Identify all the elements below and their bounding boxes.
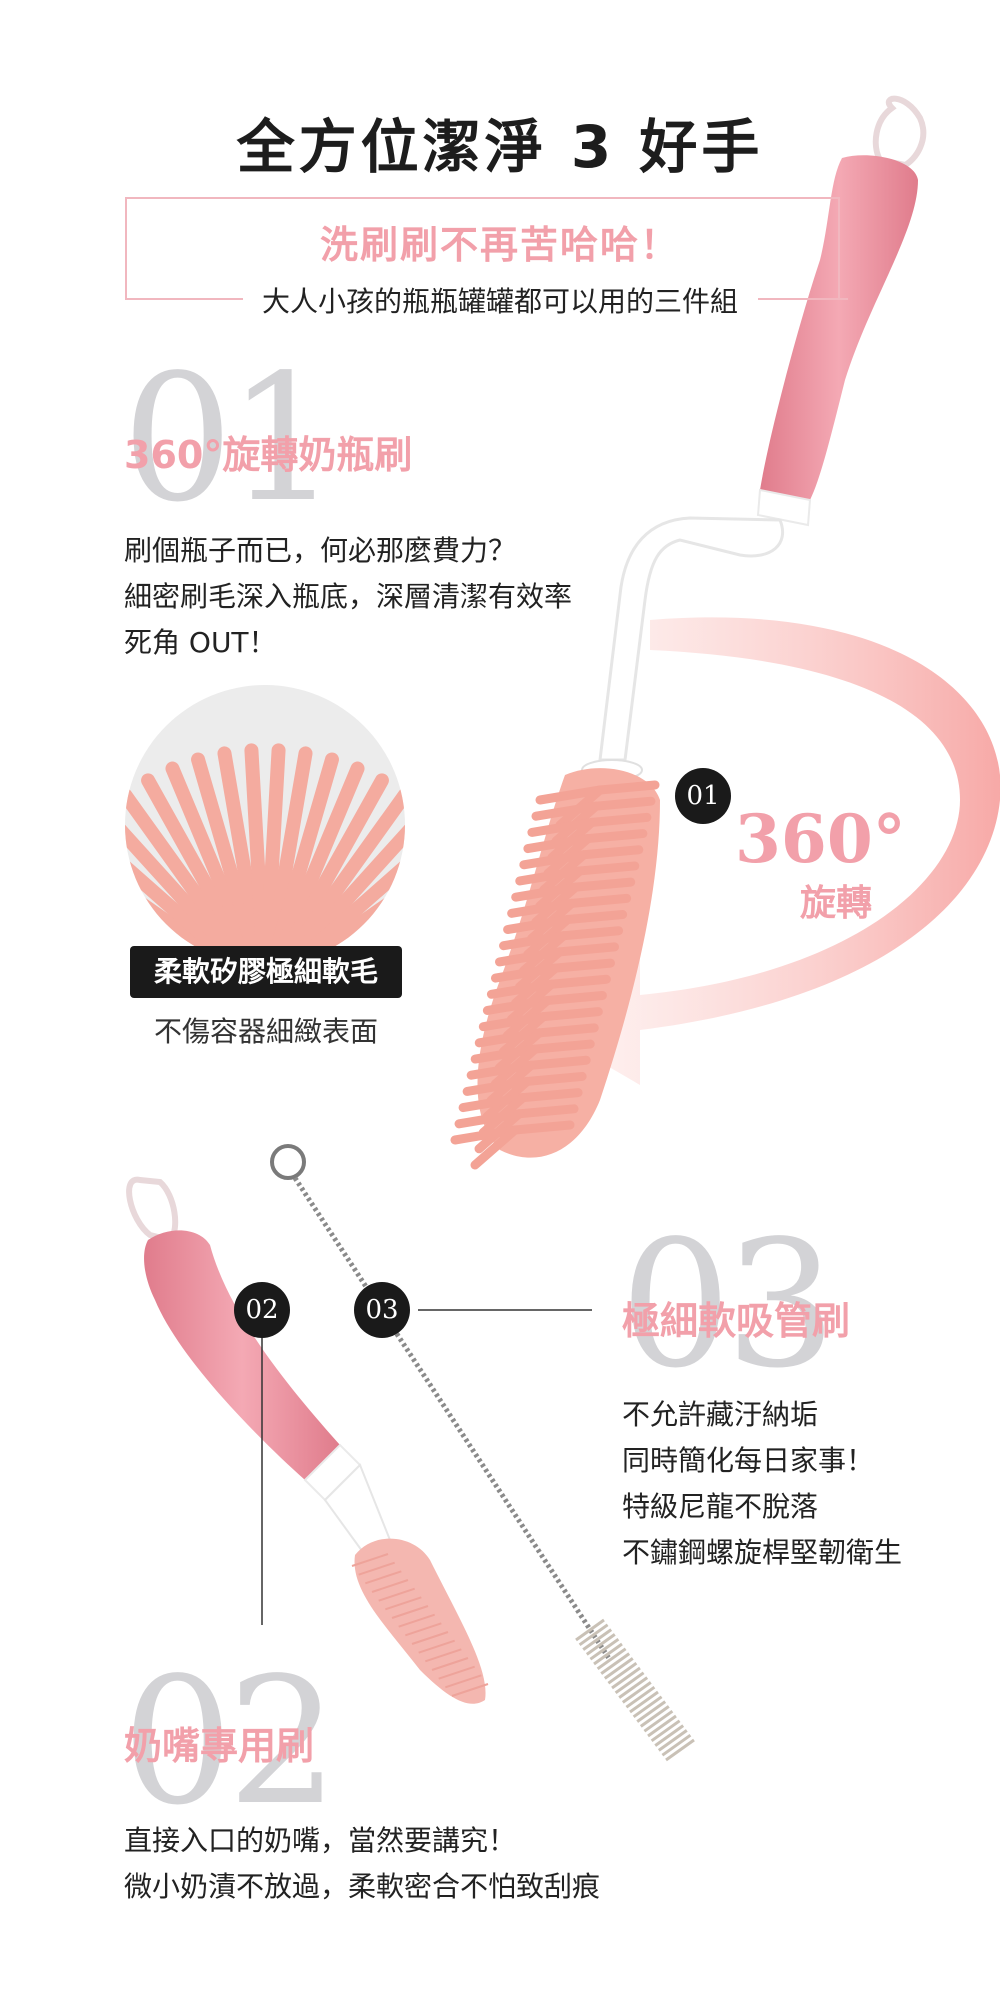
frame-rule-left — [125, 298, 243, 300]
section-title-03: 極細軟吸管刷 — [622, 1299, 851, 1343]
frame-rule-right — [758, 298, 848, 300]
badge-caption: 不傷容器細緻表面 — [153, 1015, 378, 1048]
marker-01: 01 — [675, 768, 731, 824]
tagline-frame — [125, 197, 840, 299]
straw-brush-icon — [270, 1144, 695, 1762]
section-body-03: 不允許藏汙納垢 同時簡化每日家事！ 特級尼龍不脫落 不鏽鋼螺旋桿堅韌衛生 — [622, 1398, 903, 1569]
nipple-brush-icon — [126, 1176, 489, 1704]
rotation-label: 旋轉 — [800, 883, 873, 924]
section-number-01: 01 — [122, 338, 339, 541]
tagline: 洗刷刷不再苦哈哈！ — [319, 223, 680, 267]
marker-03: 03 — [354, 1282, 410, 1338]
section-body-01: 刷個瓶子而已，何必那麼費力？ 細密刷毛深入瓶底，深層清潔有效率 死角 OUT！ — [124, 534, 573, 659]
subtitle: 大人小孩的瓶瓶罐罐都可以用的三件組 — [0, 280, 1000, 320]
feature-badge: 柔軟矽膠極細軟毛 — [130, 946, 402, 998]
rotation-arrow-icon — [520, 617, 1000, 1085]
marker-02: 02 — [234, 1282, 290, 1338]
section-number-02: 02 — [122, 1641, 339, 1844]
section-title-01: 360°旋轉奶瓶刷 — [124, 433, 413, 477]
page-title: 全方位潔淨 3 好手 — [236, 113, 764, 181]
rotation-degrees: 360° — [735, 800, 906, 878]
section-title-02: 奶嘴專用刷 — [124, 1724, 315, 1768]
bristle-closeup-icon — [125, 685, 405, 965]
bottle-brush-icon — [450, 95, 927, 1170]
section-body-02: 直接入口的奶嘴，當然要講究！ 微小奶漬不放過，柔軟密合不怕致刮痕 — [124, 1824, 601, 1903]
section-number-03: 03 — [620, 1204, 837, 1407]
